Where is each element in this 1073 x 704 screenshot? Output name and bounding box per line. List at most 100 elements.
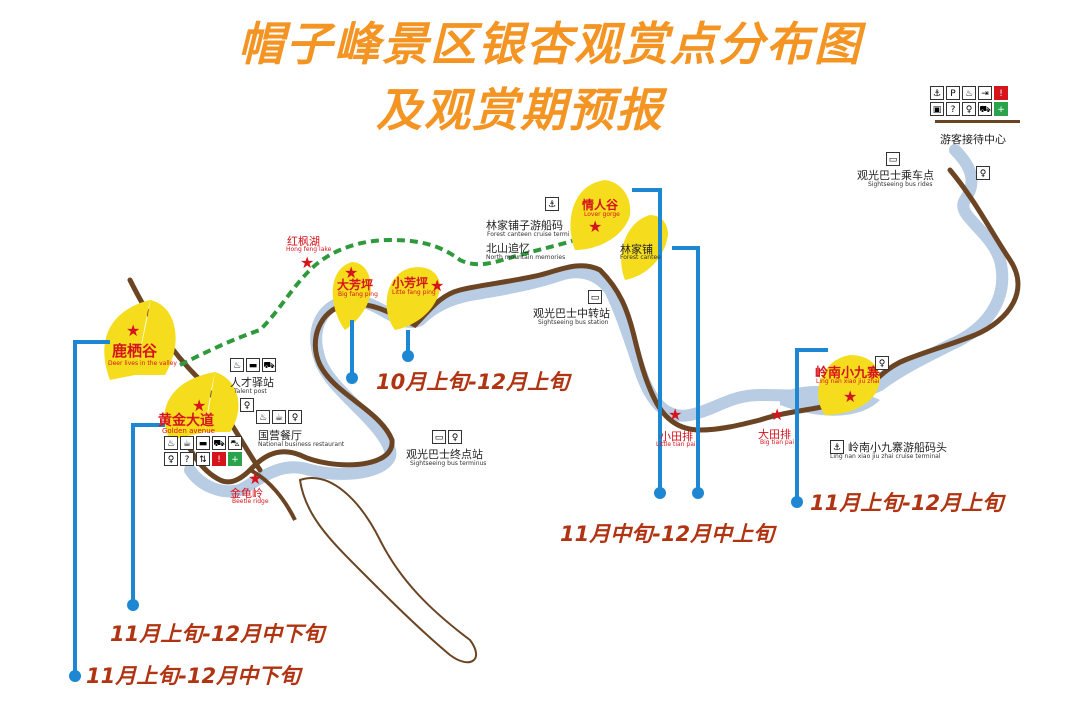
pointer-dot-big-fang	[346, 372, 358, 384]
star-icon: ★	[770, 405, 784, 424]
coffee-icon: ☕	[180, 436, 194, 450]
star-icon: ★	[588, 217, 602, 236]
shop-icon: ⛟	[262, 358, 276, 372]
bus-station-label: 观光巴士中转站	[533, 307, 610, 320]
bus-icon: ▭	[432, 430, 446, 444]
bus-terminus-label: 观光巴士终点站	[406, 448, 483, 461]
star-icon: ★	[248, 469, 262, 488]
toilet-icon: ♀	[976, 166, 990, 180]
green-trail	[179, 237, 576, 367]
big-tian-pai-label-en: Big tian pai	[760, 439, 795, 446]
national-restaurant-icons: ♨ ☕ ♀	[256, 410, 302, 424]
coffee-icon: ☕	[272, 410, 286, 424]
big-tian-pai-label: 大田排	[758, 428, 791, 441]
cruise-icon: ⚓	[545, 197, 559, 211]
visitor-center-icons-row1: ⚓ P ♨ ⇥ !	[930, 86, 1008, 100]
beetle-ridge-label-en: Beetle ridge	[232, 498, 269, 505]
big-fang-ping-label-en: Big fang ping	[338, 291, 378, 298]
toilet-icon: ♀	[240, 398, 254, 412]
pointer-dot-lingnan	[791, 496, 803, 508]
golden-avenue-label-en: Golden avenue	[162, 427, 215, 435]
fire-extinguisher-icon: !	[212, 452, 226, 466]
bus-station-label-en: Sightseeing bus station	[538, 319, 609, 326]
forest-canteen-cruise-label-en: Forest canteen cruise termi	[487, 231, 570, 238]
deer-valley-period: 11月上旬-12月中下旬	[86, 664, 301, 688]
ginkgo-leaf-big-fang	[332, 262, 371, 330]
bed-icon: ▬	[196, 436, 210, 450]
visitor-center-label: 游客接待中心	[940, 133, 1006, 146]
star-icon: ★	[126, 321, 140, 340]
bus-ride-toilet-icons: ♀	[976, 166, 990, 180]
cruise-icon: ⚓	[930, 86, 944, 100]
info-icon: ?	[946, 102, 960, 116]
big-fang-ping-label: 大芳坪	[337, 278, 374, 292]
restaurant-icon: ♨	[962, 86, 976, 100]
forest-canteen-cruise-label: 林家铺子游船码	[486, 219, 563, 232]
lingnan-cruise-icons: ⚓	[830, 440, 844, 454]
bus-station-icons: ▭	[588, 290, 602, 304]
toilet-icon: ♀	[875, 356, 889, 370]
star-icon: ★	[668, 405, 682, 424]
toilet-icon: ♀	[962, 102, 976, 116]
visitor-center-icons-row2: ▣ ? ♀ ⛟ +	[930, 102, 1008, 116]
talent-post-label-en: Talent post	[234, 388, 267, 395]
lingnan-cruise-label-en: Ling nan xiao jiu zhai cruise terminal	[830, 453, 941, 460]
exit-icon: ⇥	[978, 86, 992, 100]
north-mountain-label-en: North mountain memories	[486, 254, 566, 261]
bus-ride-label: 观光巴士乘车点	[857, 169, 934, 182]
ginkgo-leaf-golden-avenue	[164, 372, 239, 440]
cruise-icon-box: ⚓	[545, 197, 559, 211]
little-tian-pai-label: 小田排	[660, 430, 693, 443]
talent-post-icons: ♨ ▬ ⛟	[230, 358, 276, 372]
golden-avenue-icons-row1: ♨ ☕ ▬ ⛟ ⛍	[164, 436, 242, 450]
golden-avenue-label: 黄金大道	[158, 413, 214, 429]
ginkgo-leaf-forest-canteen	[621, 215, 668, 280]
ginkgo-leaf-lingnan	[818, 355, 880, 415]
restaurant-icon: ♨	[164, 436, 178, 450]
restaurant-icon: ♨	[230, 358, 244, 372]
lingnan-cruise-label: 岭南小九寨游船码头	[848, 441, 947, 454]
golden-avenue-period: 11月上旬-12月中下旬	[110, 622, 325, 646]
map-title: 帽子峰景区银杏观赏点分布图	[238, 17, 862, 71]
bus-ride-label-en: Sightseeing bus rides	[868, 181, 933, 188]
toilet-icon: ♀	[288, 410, 302, 424]
star-icon: ★	[300, 253, 314, 272]
fire-extinguisher-icon: !	[994, 86, 1008, 100]
bus-icon: ▭	[588, 290, 602, 304]
north-mountain-label: 北山追忆	[486, 242, 530, 255]
red-maple-lake-label-en: Hong feng lake	[286, 246, 332, 253]
little-fang-ping-label: 小芳坪	[392, 276, 429, 290]
cruise-icon: ⚓	[830, 440, 844, 454]
national-restaurant-label-en: National business restaurant	[258, 441, 345, 448]
cart-icon: ⛍	[228, 436, 242, 450]
lover-gorge-period: 11月中旬-12月中上旬	[560, 522, 775, 546]
pointer-line-deer-valley	[73, 340, 110, 676]
lingnan-period: 11月上旬-12月上旬	[810, 491, 1004, 515]
golden-avenue-icons-row2: ♀ ? ⇅ ! +	[164, 452, 242, 466]
parking-icon: P	[946, 86, 960, 100]
lover-gorge-label-en: Lover gorge	[584, 211, 620, 218]
bus-icon: ▭	[886, 152, 900, 166]
pointer-dot-deer-valley	[69, 670, 81, 682]
info-icon: ?	[180, 452, 194, 466]
bed-icon: ▬	[246, 358, 260, 372]
toilet-icon: ♀	[164, 452, 178, 466]
pointer-dot-little-fang	[402, 350, 414, 362]
lingnan-label: 岭南小九寨	[815, 366, 881, 381]
pointer-line-lingnan	[795, 348, 828, 502]
forest-canteen-label: 林家铺	[620, 243, 653, 256]
restaurant-icons: ♀	[240, 398, 254, 412]
beetle-ridge-label: 金龟岭	[230, 487, 263, 500]
forest-canteen-label-en: Forest cantee	[620, 254, 661, 261]
reservoir	[298, 477, 477, 664]
star-icon: ★	[430, 276, 444, 295]
bus-ride-icons: ▭	[886, 152, 900, 166]
shop-icon: ⛟	[212, 436, 226, 450]
restaurant-icon: ♨	[256, 410, 270, 424]
pointer-line-golden-avenue	[131, 423, 165, 605]
building-roof-icon	[935, 120, 1020, 131]
main-road	[177, 167, 1021, 485]
star-icon: ★	[843, 387, 857, 406]
deer-valley-label: 鹿栖谷	[112, 342, 158, 360]
